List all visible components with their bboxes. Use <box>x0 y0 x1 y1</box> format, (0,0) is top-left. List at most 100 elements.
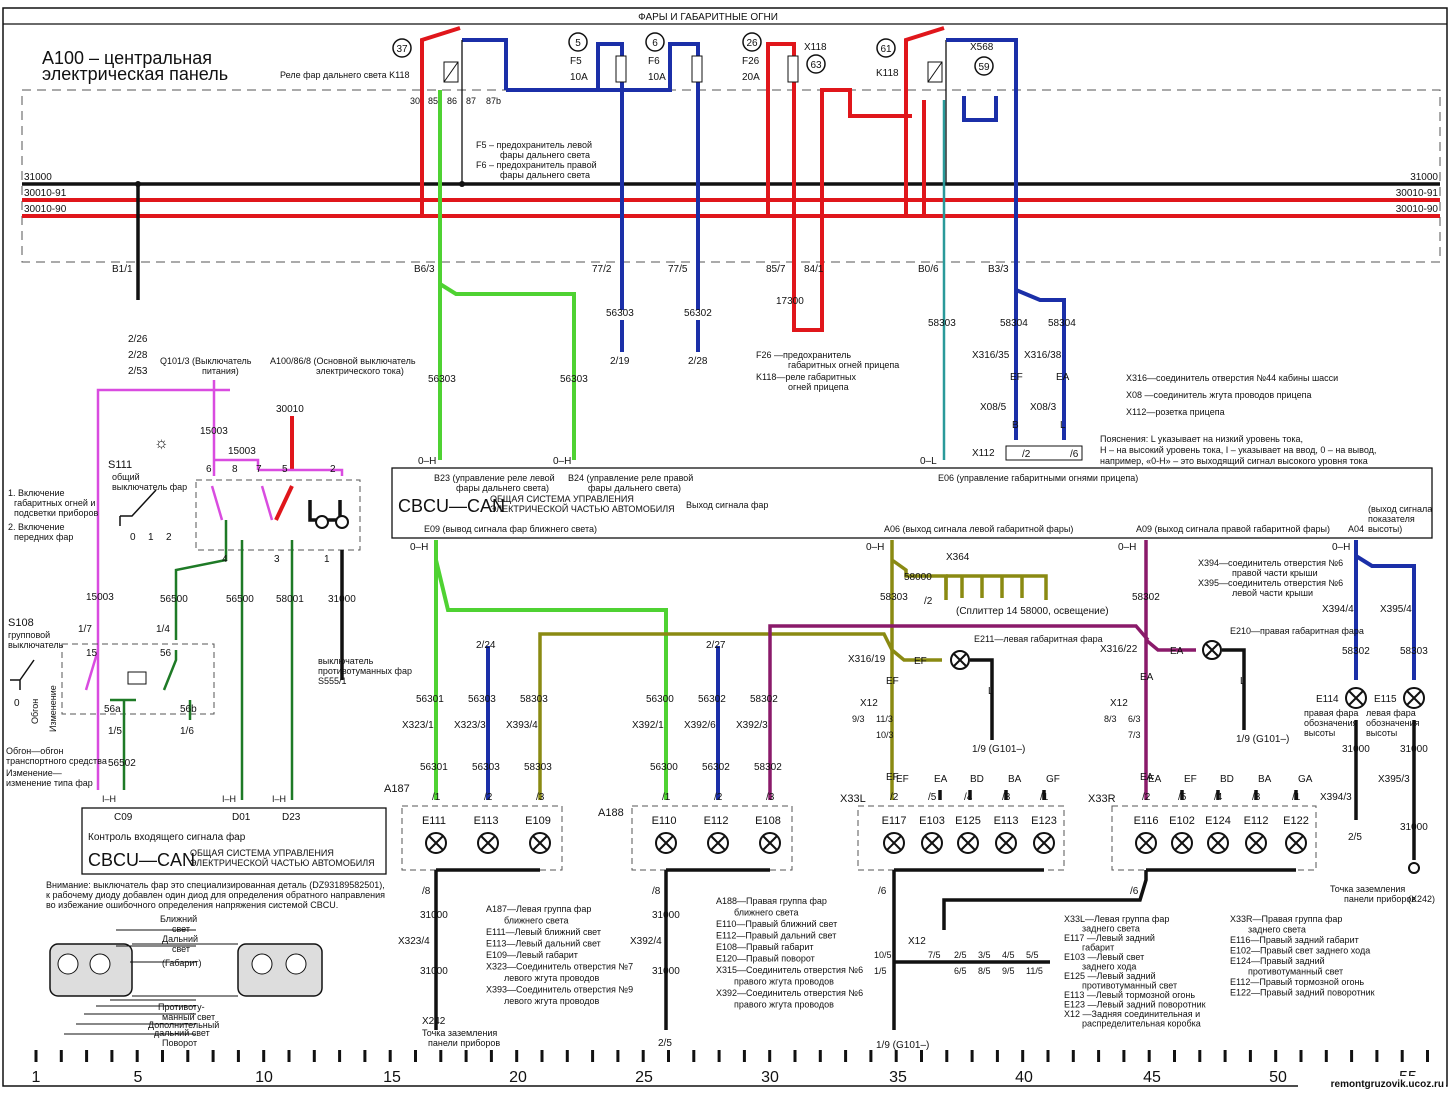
label-x364: X364 <box>946 552 970 563</box>
a188-pin-0: /1 <box>662 792 671 803</box>
s108-56-lines <box>110 698 192 720</box>
label-ea: EA <box>1056 372 1070 383</box>
a188-legend-1: ближнего света <box>734 908 799 918</box>
roof-gnd2: панели приборов <box>1344 894 1416 904</box>
label-77-5: 77/5 <box>668 264 688 275</box>
label-56502: 56502 <box>108 758 136 769</box>
x12-pin-2: 2/5 <box>954 950 967 960</box>
label-15003a: 15003 <box>200 426 228 437</box>
label-15003b: 15003 <box>228 446 256 457</box>
x33l-legend-3: габарит <box>1082 943 1114 953</box>
label-56500a: 56500 <box>160 594 188 605</box>
a187-gnd-5: Точка заземления <box>422 1028 497 1038</box>
label-17300: 17300 <box>776 296 804 307</box>
label-e211: E211—левая габаритная фара <box>974 634 1103 644</box>
label-ef-rear2: EF <box>886 676 899 687</box>
label-l-e210: L <box>1240 676 1246 687</box>
label-x08-3: X08/3 <box>1030 402 1057 413</box>
a188-gnd-4: 2/5 <box>658 1038 672 1049</box>
label-15003c: 15003 <box>86 592 114 603</box>
cbcu-e09: E09 (вывод сигнала фар ближнего света) <box>424 524 597 534</box>
wire-a04 <box>1354 540 1416 680</box>
top-arrows <box>486 646 720 660</box>
x12-pin-8: 8/5 <box>978 966 991 976</box>
dash-label-5: Противоту- <box>158 1002 205 1012</box>
x33r-pin-0: /2 <box>1142 792 1151 803</box>
x33r-legend-2: E116—Правый задний габарит <box>1230 935 1359 945</box>
f26-note-3: огней прицепа <box>788 382 849 392</box>
a188-wire2-1: 56302 <box>702 762 730 773</box>
note-1c: подсветки приборов <box>14 508 98 518</box>
cbcu-oh-b23: 0–H <box>418 456 436 467</box>
x33r-legend-6: E112—Правый тормозной огонь <box>1230 977 1364 987</box>
connector-x568: X568 <box>970 42 994 53</box>
scale-label-3: 15 <box>383 1069 401 1086</box>
explain-0: Пояснения: L указывает на низкий уровень… <box>1100 434 1303 444</box>
scale-label-1: 5 <box>134 1069 143 1086</box>
legend-right-0: X316—соединитель отверстия №44 кабины ша… <box>1126 373 1338 383</box>
x33l-code-2: BD <box>970 774 984 785</box>
dash-label-9: Поворот <box>162 1038 197 1048</box>
label-p2: /2 <box>1022 449 1031 460</box>
label-8-3: 8/3 <box>1104 714 1117 724</box>
roof-58302: 58302 <box>1342 646 1370 657</box>
dash-label-8: дальний свет <box>154 1028 210 1038</box>
label-ef-rear3: EF <box>886 772 899 783</box>
x33r-lamp-label-2: E124 <box>1205 815 1231 827</box>
roof-grounds <box>1354 720 1416 860</box>
a187-legend-4: E109—Левый габарит <box>486 950 578 960</box>
a188-gnd-0: /8 <box>652 886 661 897</box>
a188-wire-0: 56300 <box>646 694 674 705</box>
a187-lamp-E113 <box>477 832 499 854</box>
label-q101: Q101/3 (Выключатель <box>160 356 252 366</box>
a188-legend-4: E108—Правый габарит <box>716 942 813 952</box>
fuse-f6 <box>691 55 703 83</box>
switch-lever-icon <box>119 489 157 526</box>
wire-15003-switch <box>212 380 260 476</box>
label-85-7: 85/7 <box>766 264 786 275</box>
label-s108b: групповой <box>8 630 50 640</box>
wire-switch-top <box>258 468 344 476</box>
bus-label-left-2: 30010-90 <box>24 204 67 215</box>
x33l-legend-6: E125 —Левый задний <box>1064 971 1156 981</box>
a187-gnd-6: панели приборов <box>428 1038 500 1048</box>
x33r-lamp-label-3: E112 <box>1244 815 1269 827</box>
wire-e210-gnd <box>1222 648 1246 730</box>
label-x08-5: X08/5 <box>980 402 1007 413</box>
x33r-code-4: GA <box>1298 774 1313 785</box>
x33l-top-drops <box>938 790 1046 800</box>
wire-e09-right <box>434 559 668 800</box>
panel-title-line1: A100 – центральная <box>42 48 212 68</box>
label-ea-rear: EA <box>1170 646 1184 657</box>
cbcu-d01: D01 <box>232 812 251 823</box>
x33l-pin-3: /3 <box>1002 792 1011 803</box>
label-g101-b: 1/9 (G101–) <box>1236 734 1289 745</box>
label-77-2: 77/2 <box>592 264 612 275</box>
label-obgon: Обгон—обгон <box>6 746 63 756</box>
a188-legend-5: E120—Правый поворот <box>716 954 815 964</box>
fuse-note-3: фары дальнего света <box>500 170 590 180</box>
note-2b: передних фар <box>14 532 73 542</box>
bus-label-left-0: 31000 <box>24 172 52 183</box>
pin-85: 85 <box>428 96 438 106</box>
bus-label-right-1: 30010-91 <box>1396 188 1439 199</box>
f26-note-0: F26 —предохранитель <box>756 350 851 360</box>
a188-conn-1: X392/6 <box>684 720 716 731</box>
a188-conn-0: X392/1 <box>632 720 664 731</box>
label-56303a: 56303 <box>428 374 456 385</box>
a188-wire-1: 56302 <box>698 694 726 705</box>
label-10-3: 10/3 <box>876 730 894 740</box>
scale-label-9: 45 <box>1143 1069 1161 1086</box>
label-x112: X112 <box>972 448 995 459</box>
x33r-legend-1: заднего света <box>1248 925 1306 935</box>
switch-s111-body <box>195 479 361 551</box>
a188-legend-7: правого жгута проводов <box>734 977 834 987</box>
x33l-ground <box>892 868 1044 1030</box>
relay-k118-trailer: K118 <box>876 68 899 79</box>
wire-f26 <box>766 42 796 300</box>
x33r-top-drops <box>1180 790 1298 800</box>
x33r-pin-3: /3 <box>1252 792 1261 803</box>
label-1-4: 1/4 <box>156 624 170 635</box>
x33l-pin-1: /5 <box>928 792 937 803</box>
